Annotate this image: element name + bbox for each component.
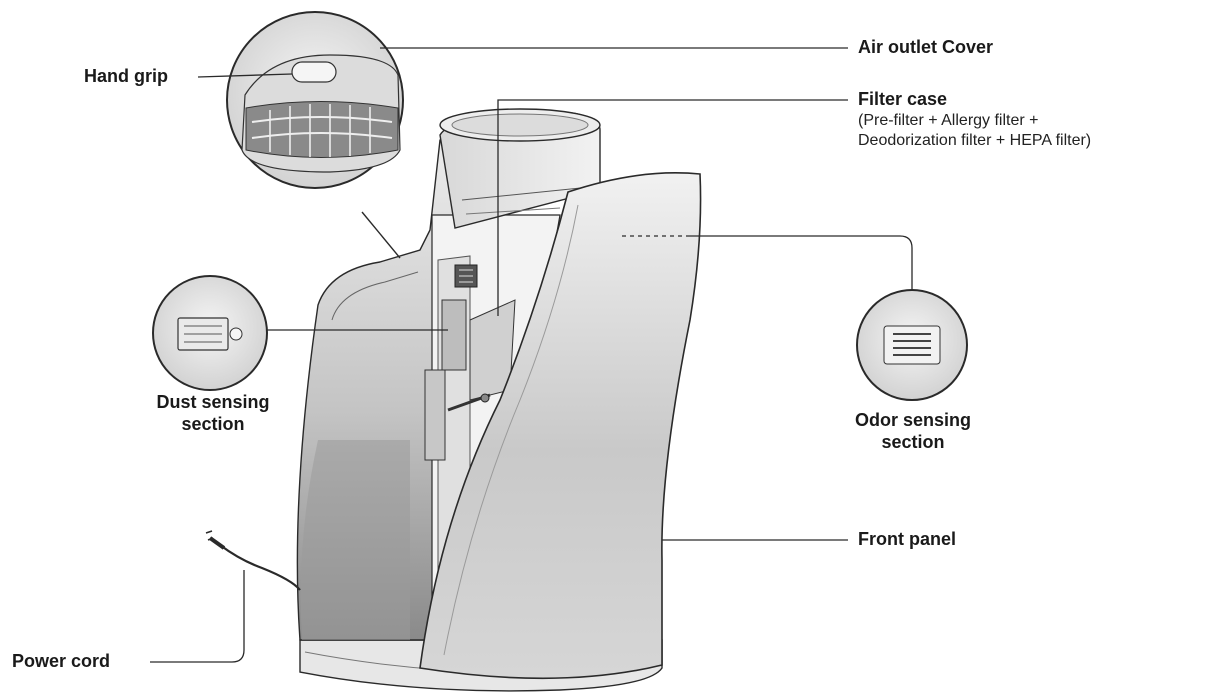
filter-case-detail-2: Deodorization filter + HEPA filter) [858,131,1092,149]
dust-sensing-line-1: Dust sensing [156,392,270,412]
dust-sensing-line-2: section [181,413,245,434]
dust-sensing-zoom [152,275,268,391]
odor-sensing-label: Odor sensing section [828,410,998,454]
filter-case-label: Filter case [858,89,948,109]
power-cord-label: Power cord [12,651,111,671]
leader-hand-grip [197,73,293,78]
leader-lines [150,47,913,663]
odor-sensing-zoom [856,289,968,401]
filter-case-callout: Filter case (Pre-filter + Allergy filter… [858,89,1091,151]
hand-grip-zoom [226,11,404,259]
odor-sensing-line-2: section [881,431,945,452]
purifier-body [205,108,702,692]
leader-odor-sensing [690,235,913,290]
leader-filter-case [497,99,848,316]
filter-case-detail-1: (Pre-filter + Allergy filter + [858,111,1039,129]
odor-sensing-line-1: Odor sensing [854,410,971,430]
air-outlet-cover-label: Air outlet Cover [858,37,994,57]
front-panel-label: Front panel [858,529,956,549]
hand-grip-label: Hand grip [84,66,168,86]
dust-sensing-label: Dust sensing section [128,392,298,436]
leader-power-cord [150,570,245,663]
